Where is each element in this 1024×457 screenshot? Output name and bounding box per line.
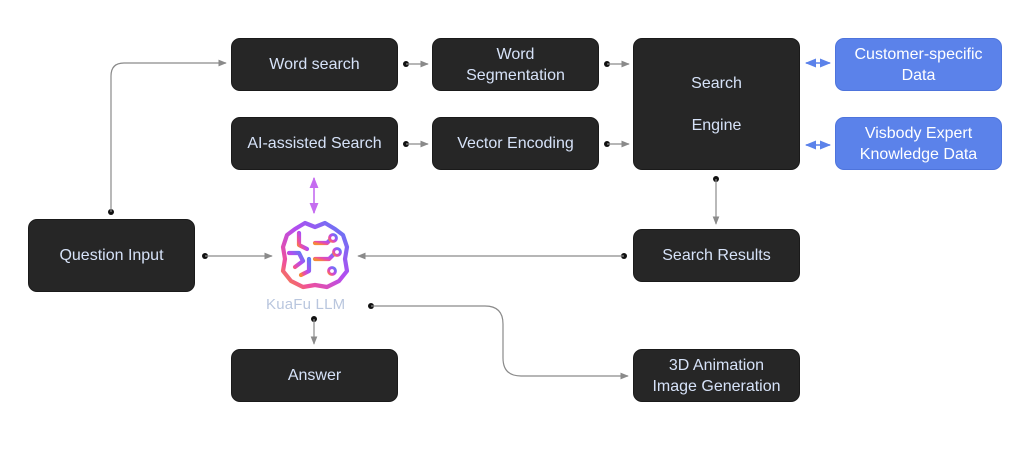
node-label: Search Engine <box>691 74 742 134</box>
node-label: Word search <box>269 56 360 73</box>
node-question-input[interactable]: Question Input <box>28 219 195 292</box>
node-label: Vector Encoding <box>457 135 574 152</box>
llm-label: KuaFu LLM <box>266 296 346 313</box>
node-word-segmentation[interactable]: Word Segmentation <box>432 38 599 91</box>
edge-vector-to-engine <box>604 140 630 148</box>
edge-wordsearch-to-segmentation <box>403 60 429 68</box>
node-label: Visbody Expert Knowledge Data <box>859 124 978 163</box>
edge-results-to-llm <box>357 252 627 260</box>
edge-question-to-wordsearch <box>108 59 227 215</box>
edge-segmentation-to-engine <box>604 60 630 68</box>
node-label: Word Segmentation <box>466 45 565 84</box>
node-search-results[interactable]: Search Results <box>633 229 800 282</box>
node-vector-encoding[interactable]: Vector Encoding <box>432 117 599 170</box>
node-ai-assisted-search[interactable]: AI-assisted Search <box>231 117 398 170</box>
node-label: Answer <box>287 367 342 384</box>
node-label: AI-assisted Search <box>247 135 382 152</box>
node-answer[interactable]: Answer <box>231 349 398 402</box>
edge-aisearch-to-vector <box>403 140 429 148</box>
node-label: Search Results <box>662 247 771 264</box>
node-label: 3D Animation Image Generation <box>652 356 781 395</box>
node-label: Customer-specific Data <box>854 45 983 84</box>
edge-llm-to-answer <box>310 316 318 345</box>
edge-question-to-llm <box>202 252 273 260</box>
llm-brain-icon[interactable] <box>279 219 351 291</box>
node-3d-animation[interactable]: 3D Animation Image Generation <box>633 349 800 402</box>
node-word-search[interactable]: Word search <box>231 38 398 91</box>
node-search-engine[interactable]: Search Engine <box>633 38 800 170</box>
edge-llm-to-animation <box>368 303 629 380</box>
node-expert-knowledge-data[interactable]: Visbody Expert Knowledge Data <box>835 117 1002 170</box>
node-label: Question Input <box>59 247 164 264</box>
edge-engine-to-results <box>712 176 720 225</box>
node-customer-specific-data[interactable]: Customer-specific Data <box>835 38 1002 91</box>
